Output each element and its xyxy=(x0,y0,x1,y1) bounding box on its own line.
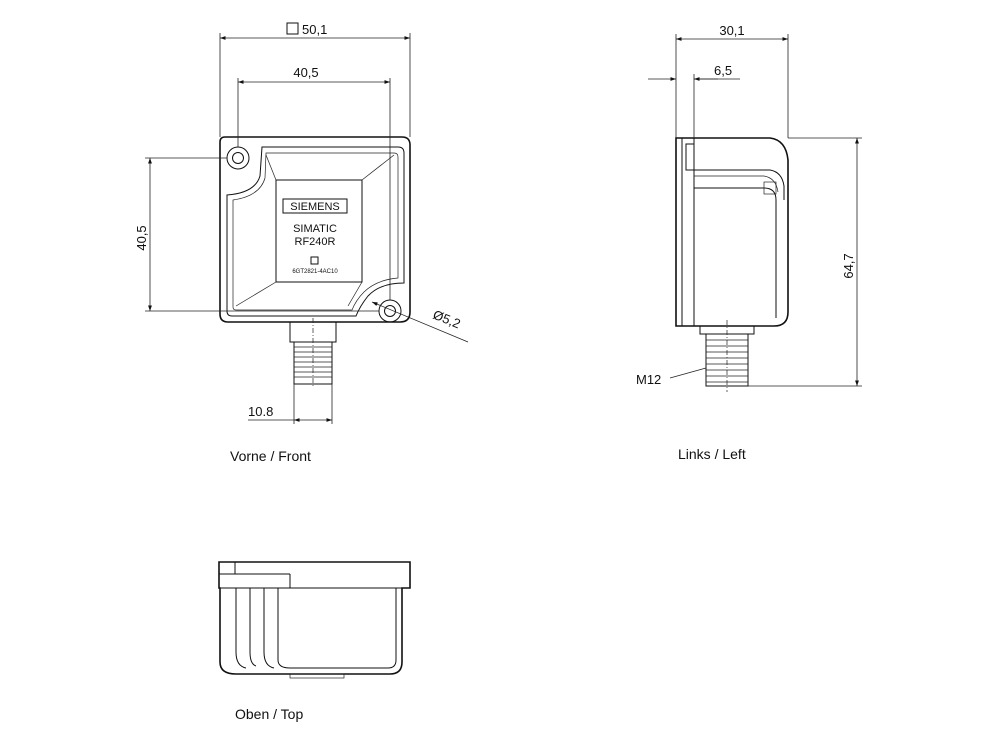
brand-logo: SIEMENS xyxy=(290,201,340,213)
top-housing-outline xyxy=(218,561,411,675)
led-indicator xyxy=(310,256,319,265)
model-label: RF240R xyxy=(295,236,336,248)
front-housing-outline xyxy=(219,136,411,323)
square-symbol-icon xyxy=(286,22,299,35)
left-view: 30,1 6,5 64,7 M12 Links / Left xyxy=(636,23,862,462)
front-face xyxy=(275,179,363,283)
dim-hole-spacing-vertical: 40,5 xyxy=(134,225,149,250)
product-line-label: SIMATIC xyxy=(293,223,337,235)
dim-offset: 6,5 xyxy=(714,63,732,78)
left-housing-outline xyxy=(675,137,789,327)
dim-connector-width: 10.8 xyxy=(248,404,273,419)
brand-box xyxy=(282,198,348,214)
top-view: Oben / Top xyxy=(218,561,411,722)
dim-hole-spacing-horizontal: 40,5 xyxy=(293,65,318,80)
dim-hole-diameter: Ø5,2 xyxy=(431,307,463,331)
top-view-caption: Oben / Top xyxy=(235,706,303,722)
mounting-hole-top-left xyxy=(226,146,250,170)
front-view: SIEMENS SIMATIC RF240R 6GT2821-4AC10 50,… xyxy=(134,22,469,464)
left-connector xyxy=(699,320,755,392)
front-cover-inner xyxy=(232,152,399,311)
front-cover-outline xyxy=(226,146,405,317)
front-view-caption: Vorne / Front xyxy=(230,448,311,464)
left-view-caption: Links / Left xyxy=(678,446,746,462)
dim-depth: 30,1 xyxy=(719,23,744,38)
dim-height: 64,7 xyxy=(841,253,856,278)
thread-size-label: M12 xyxy=(636,372,661,387)
mounting-hole-bottom-right xyxy=(378,299,402,323)
front-connector xyxy=(289,318,337,388)
order-number-label: 6GT2821-4AC10 xyxy=(292,269,338,275)
dim-width-front: 50,1 xyxy=(302,22,327,37)
